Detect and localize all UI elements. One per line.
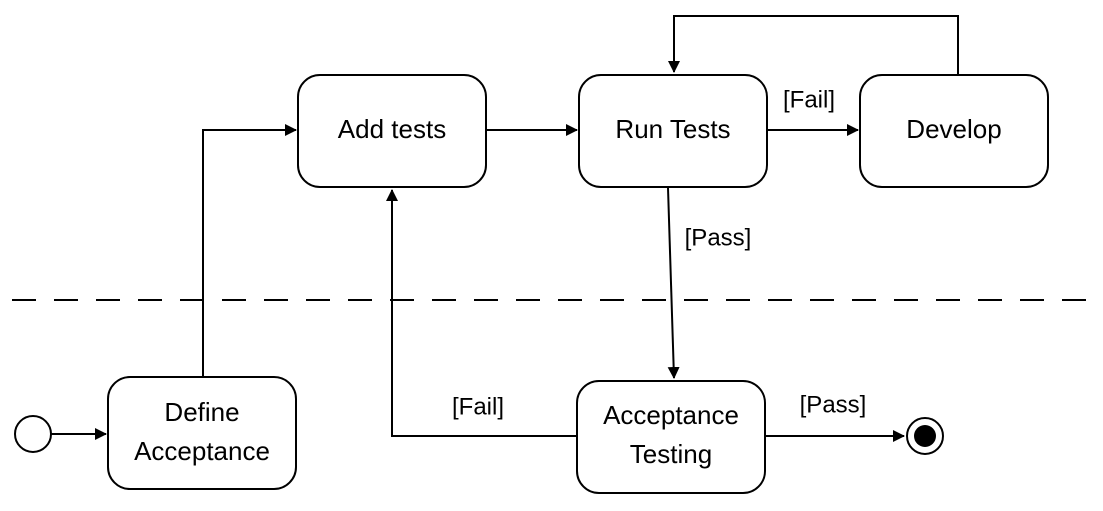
node-acceptance-testing-line1: Acceptance xyxy=(603,400,739,430)
edge-define-to-add-tests xyxy=(202,124,297,376)
guard-acceptance-to-add: [Fail] xyxy=(452,393,504,420)
guard-acceptance-to-end: [Pass] xyxy=(800,391,867,418)
edge-run-tests-to-acceptance-testing xyxy=(667,187,680,379)
node-run-tests: Run Tests xyxy=(578,74,768,188)
node-define-acceptance: Define Acceptance xyxy=(107,376,297,490)
guard-run-to-acceptance: [Pass] xyxy=(685,224,752,251)
node-add-tests: Add tests xyxy=(297,74,487,188)
node-develop: Develop xyxy=(859,74,1049,188)
initial-node xyxy=(14,415,52,453)
node-define-acceptance-line2: Acceptance xyxy=(134,436,270,466)
edge-acceptance-testing-to-add-tests xyxy=(386,189,577,437)
final-node-inner xyxy=(914,425,936,447)
node-run-tests-label: Run Tests xyxy=(615,114,730,144)
node-define-acceptance-line1: Define xyxy=(164,397,239,427)
edge-develop-to-run-tests xyxy=(668,15,959,75)
guard-run-to-develop: [Fail] xyxy=(783,86,835,113)
node-acceptance-testing-line2: Testing xyxy=(630,439,712,469)
node-develop-label: Develop xyxy=(906,114,1001,144)
node-acceptance-testing: Acceptance Testing xyxy=(576,380,766,494)
node-add-tests-label: Add tests xyxy=(338,114,446,144)
